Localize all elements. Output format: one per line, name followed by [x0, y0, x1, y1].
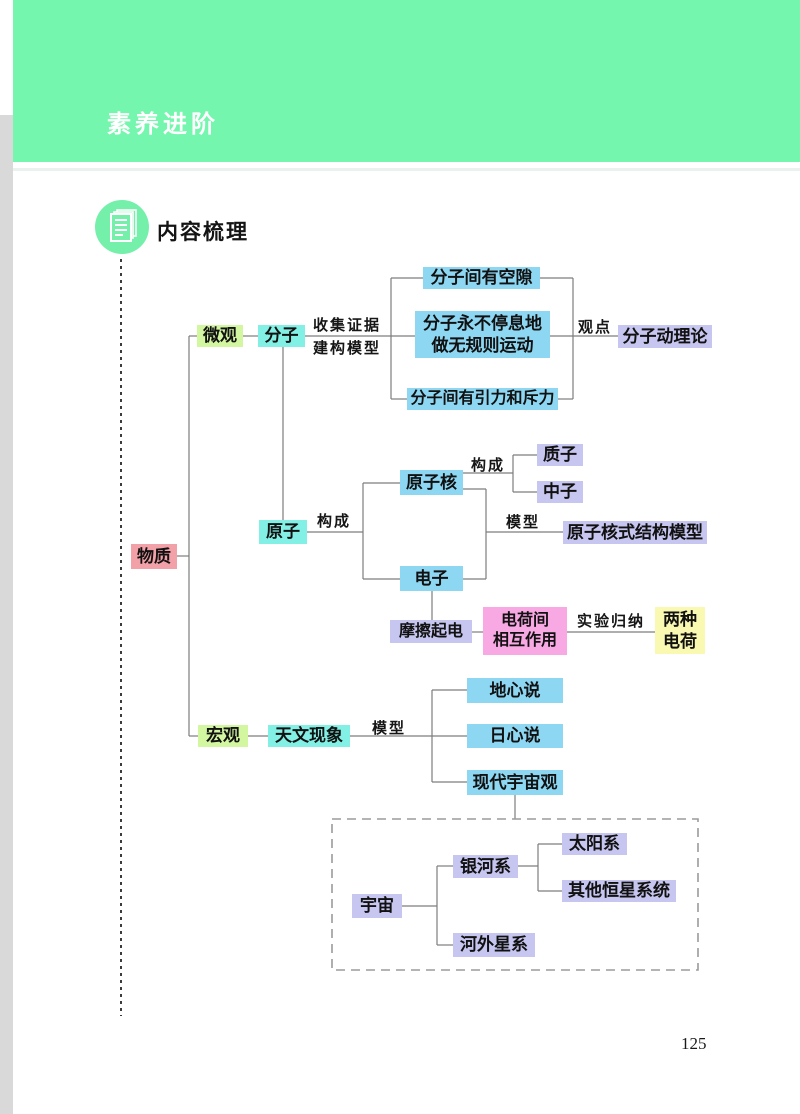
node-molecular-gaps: 分子间有空隙 [423, 267, 540, 289]
node-matter: 物质 [131, 544, 177, 569]
node-solar-system: 太阳系 [562, 833, 627, 855]
node-atom: 原子 [259, 520, 307, 544]
edge-label-viewpoint: 观点 [578, 320, 613, 336]
node-macro: 宏观 [198, 725, 248, 747]
node-astronomical-phenomena: 天文现象 [268, 725, 350, 747]
document-icon [95, 200, 149, 254]
universe-group-box [331, 818, 699, 971]
edge-label-collect-evidence: 收集证据 [313, 318, 382, 334]
node-milky-way: 银河系 [453, 855, 518, 878]
node-two-charges: 两种 电荷 [655, 607, 705, 654]
edge-label-model-astronomy: 模型 [372, 721, 407, 737]
edge-label-build-model: 建构模型 [313, 341, 382, 357]
node-modern-cosmology: 现代宇宙观 [467, 770, 563, 795]
node-charge-interaction-line2: 相互作用 [492, 632, 557, 649]
node-nucleus: 原子核 [400, 470, 463, 495]
node-molecular-motion-line2: 做无规则运动 [431, 335, 534, 355]
node-molecular-motion: 分子永不停息地 做无规则运动 [415, 311, 550, 358]
node-heliocentric: 日心说 [467, 724, 563, 748]
page-number: 125 [681, 1034, 707, 1053]
chapter-header-band [13, 0, 800, 162]
node-kinetic-theory: 分子动理论 [618, 325, 712, 348]
header-divider [13, 168, 800, 171]
edge-label-model-nucleus: 模型 [506, 515, 541, 531]
node-molecule: 分子 [258, 325, 305, 347]
edge-label-compose-atom: 构成 [317, 514, 352, 530]
node-molecular-motion-line1: 分子永不停息地 [423, 314, 542, 334]
edge-label-experiment-induction: 实验归纳 [577, 614, 646, 630]
node-universe: 宇宙 [352, 894, 402, 918]
node-nuclear-model: 原子核式结构模型 [563, 521, 707, 544]
node-two-charges-line2: 电荷 [663, 631, 697, 651]
left-margin-strip [0, 115, 13, 1114]
node-friction-charging: 摩擦起电 [390, 620, 472, 643]
node-electron: 电子 [400, 566, 463, 591]
node-extragalactic: 河外星系 [453, 933, 535, 957]
chapter-header-title: 素养进阶 [107, 112, 219, 138]
node-proton: 质子 [537, 444, 583, 466]
node-neutron: 中子 [537, 481, 583, 503]
edge-label-compose-nucleus: 构成 [471, 458, 506, 474]
node-micro: 微观 [197, 325, 243, 347]
node-geocentric: 地心说 [467, 678, 563, 703]
node-two-charges-line1: 两种 [663, 610, 697, 630]
node-charge-interaction-line1: 电荷间 [500, 612, 549, 629]
node-molecular-forces: 分子间有引力和斥力 [407, 388, 558, 410]
section-title: 内容梳理 [157, 221, 249, 244]
node-other-star-systems: 其他恒星系统 [562, 880, 676, 902]
node-charge-interaction: 电荷间 相互作用 [483, 607, 567, 655]
section-dotted-line [120, 259, 122, 1016]
